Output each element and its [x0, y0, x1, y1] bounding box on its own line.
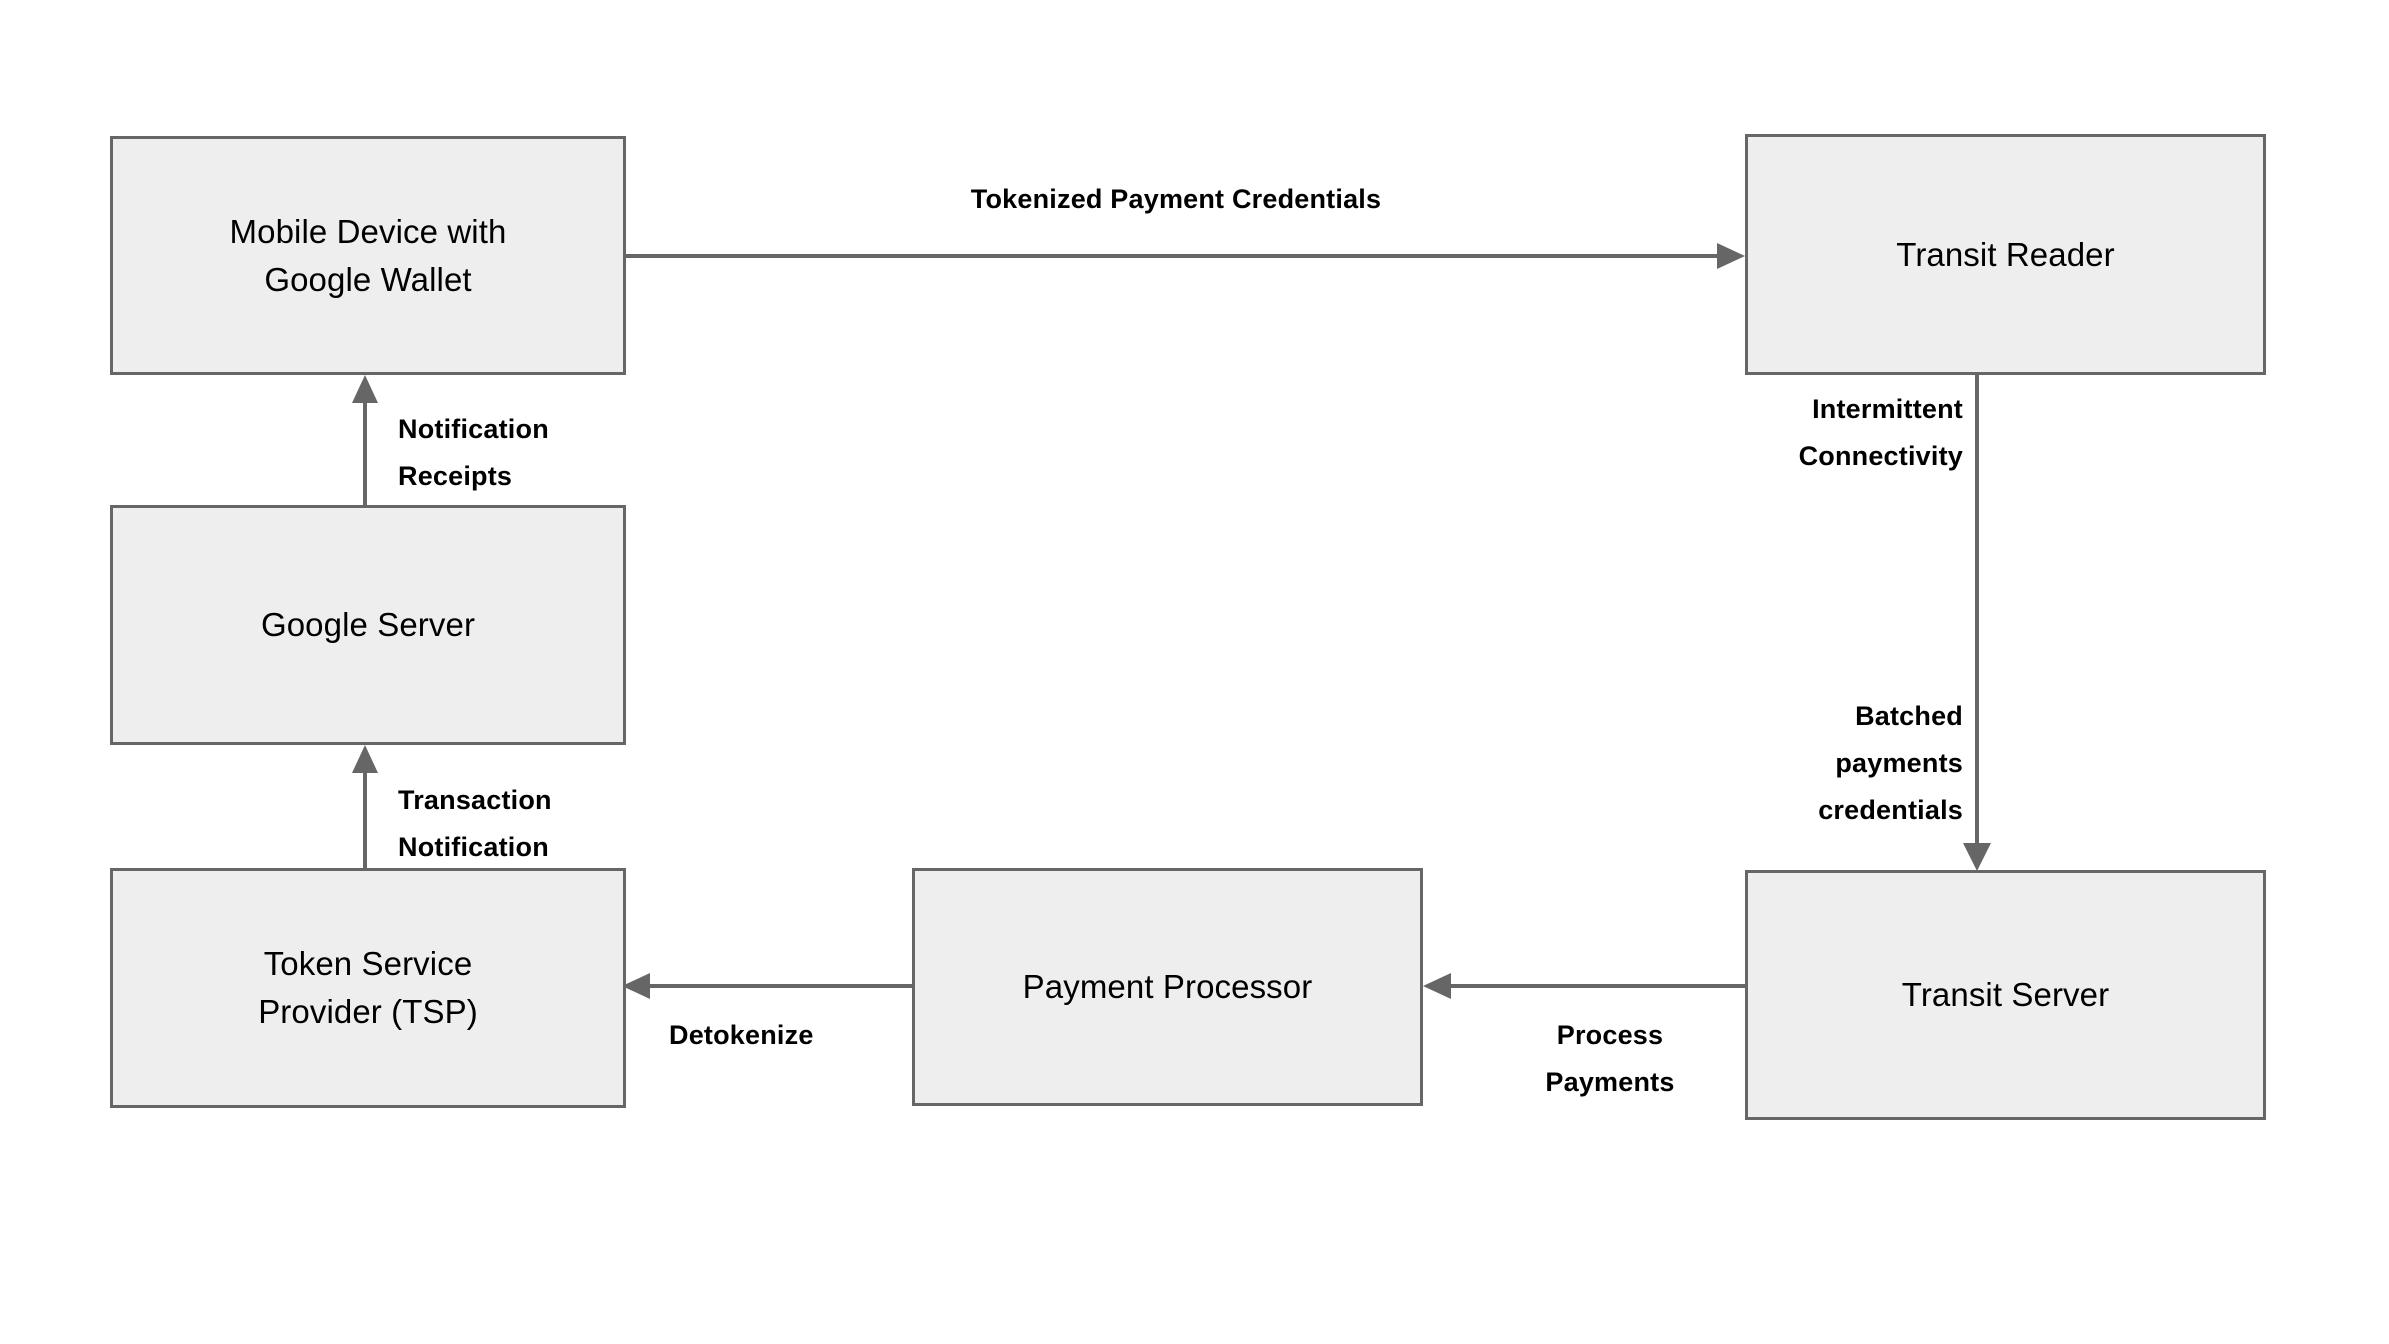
edge-label-process-payments: Process Payments: [1545, 1020, 1675, 1097]
edge-label-transaction-notification: Transaction Notification: [398, 785, 552, 862]
node-token-service-provider[interactable]: Token Service Provider (TSP): [110, 868, 626, 1108]
node-mobile-device-label: Mobile Device with Google Wallet: [229, 212, 507, 298]
edge-label-notification-receipts: Notification Receipts: [398, 414, 549, 491]
edge-reader-to-transit-server: [1963, 375, 1991, 871]
edge-transit-server-to-processor: [1423, 973, 1745, 999]
edge-label-detokenize: Detokenize: [669, 1020, 814, 1050]
node-payment-processor-label: Payment Processor: [1022, 968, 1313, 1005]
node-transit-reader[interactable]: Transit Reader: [1745, 134, 2266, 375]
edge-label-intermittent-connectivity: Intermittent Connectivity: [1798, 394, 1963, 471]
node-transit-server[interactable]: Transit Server: [1745, 870, 2266, 1120]
edge-google-server-to-mobile: [352, 375, 378, 505]
node-mobile-device[interactable]: Mobile Device with Google Wallet: [110, 136, 626, 375]
edge-mobile-to-reader: [626, 243, 1745, 269]
node-token-service-provider-label: Token Service Provider (TSP): [258, 945, 478, 1030]
node-transit-server-label: Transit Server: [1901, 976, 2110, 1013]
edge-tsp-to-google-server: [352, 745, 378, 868]
edge-processor-to-tsp: [622, 973, 912, 999]
node-google-server-label: Google Server: [260, 606, 476, 643]
node-payment-processor[interactable]: Payment Processor: [912, 868, 1423, 1106]
edge-label-tokenized-payment-credentials: Tokenized Payment Credentials: [970, 184, 1382, 214]
node-google-server[interactable]: Google Server: [110, 505, 626, 745]
edge-label-batched-payments-credentials: Batched payments credentials: [1818, 701, 1963, 825]
node-transit-reader-label: Transit Reader: [1896, 235, 2115, 273]
